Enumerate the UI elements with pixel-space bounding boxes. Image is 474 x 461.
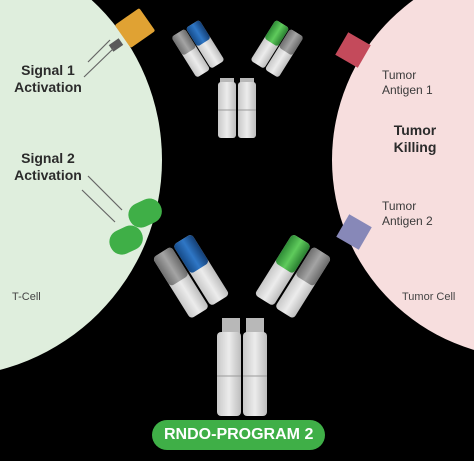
tumor-antigen-1-icon <box>335 32 371 68</box>
antibody-icon <box>153 235 331 416</box>
tumor-antigen-2-icon <box>336 214 372 250</box>
signal1-leader-line <box>87 39 111 63</box>
tumor-antigen-2-label: Tumor Antigen 2 <box>382 199 433 228</box>
signal1-label: Signal 1 Activation <box>14 62 82 95</box>
t-cell-body <box>0 0 162 370</box>
signal1-leader-line <box>83 47 115 78</box>
signal2-label: Signal 2 Activation <box>14 150 82 183</box>
costimulatory-receptor-icon <box>109 198 162 255</box>
tumor-killing-label: Tumor Killing <box>393 122 437 155</box>
tcr-icon <box>108 8 155 52</box>
signal2-leader-line <box>87 175 123 211</box>
program-badge: RNDO-PROGRAM 2 <box>152 420 326 450</box>
t-cell-label: T-Cell <box>2 286 51 308</box>
antibody-icon <box>172 20 303 138</box>
signal2-leader-line <box>81 189 116 223</box>
tumor-antigen-1-label: Tumor Antigen 1 <box>382 68 433 97</box>
tumor-cell-label: Tumor Cell <box>392 286 466 308</box>
tumor-cell-body <box>332 0 474 350</box>
